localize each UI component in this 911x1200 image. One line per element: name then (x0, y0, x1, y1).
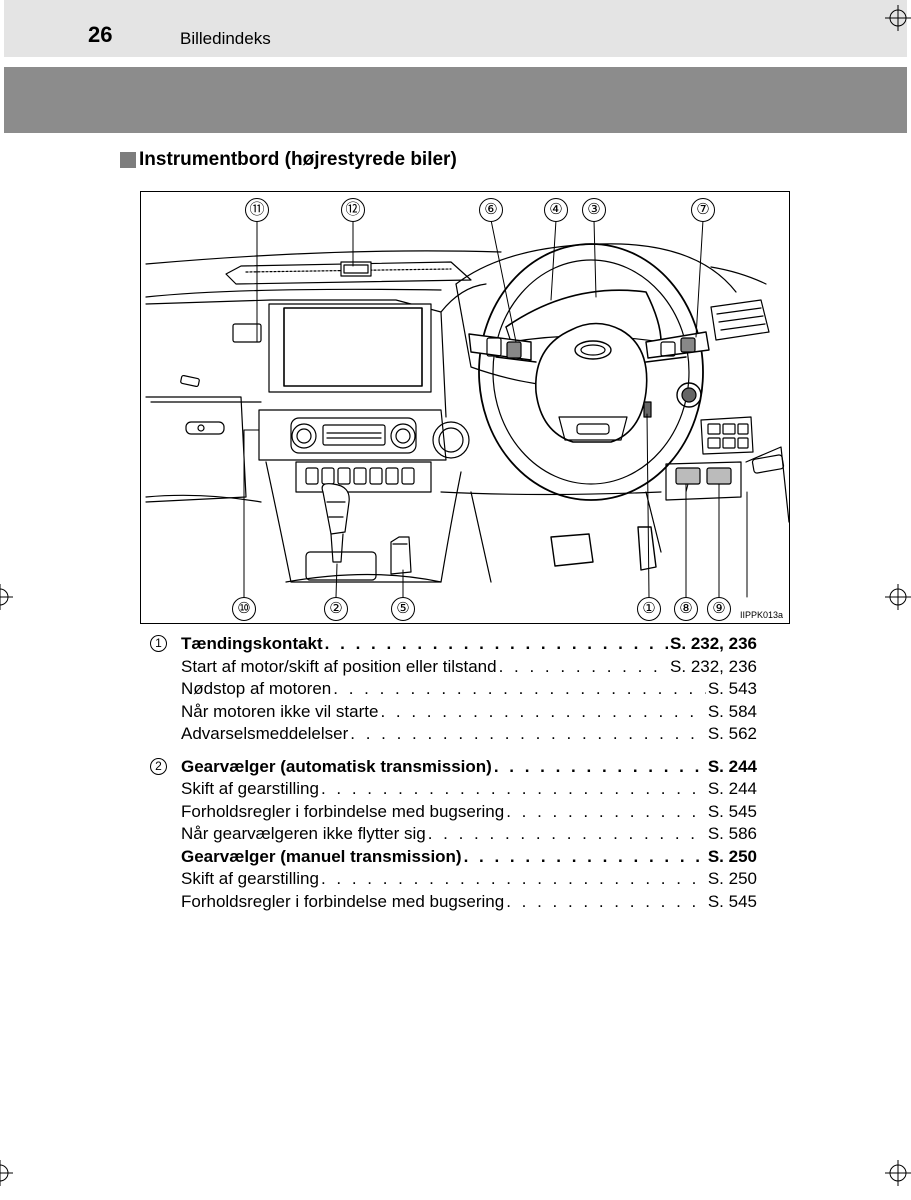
entry-page-ref: S. 545 (707, 801, 757, 821)
registration-mark-icon (0, 584, 13, 610)
registration-mark-icon (885, 1160, 911, 1186)
callout-2: ② (324, 597, 348, 621)
entry-row: Gearvælger (automatisk transmission) S. … (181, 757, 757, 780)
entry-page-ref: S. 562 (707, 724, 757, 743)
callout-10: ⑩ (232, 597, 256, 621)
entry-label: Skift af gearstilling (181, 869, 319, 888)
registration-mark-icon (885, 584, 911, 610)
dashboard-drawing (145, 219, 789, 598)
callout-9: ⑨ (707, 597, 731, 621)
callout-11: ⑪ (245, 198, 269, 222)
entry-label: Gearvælger (automatisk transmission) (181, 756, 492, 776)
entry-page-ref: S. 584 (707, 701, 757, 721)
entry-label: Tændingskontakt (181, 634, 323, 653)
leader-dots (506, 802, 706, 822)
leader-dots (506, 892, 706, 912)
section-title: Instrumentbord (højrestyrede biler) (120, 149, 457, 171)
leader-dots (350, 724, 706, 744)
entry-label: Når gearvælgeren ikke flytter sig (181, 824, 426, 843)
entry-row: Advarselsmeddelelser S. 562 (181, 724, 757, 747)
entry-row: Tændingskontakt S. 232, 236 (181, 634, 757, 657)
entry-page-ref: S. 232, 236 (670, 656, 757, 676)
entry-label: Skift af gearstilling (181, 779, 319, 798)
entry-row: Nødstop af motoren S. 543 (181, 679, 757, 702)
entry-row: Når gearvælgeren ikke flytter sig S. 586 (181, 824, 757, 847)
entry-page-ref: S. 244 (707, 779, 757, 798)
callout-3: ③ (582, 198, 606, 222)
entry-row: Forholdsregler i forbindelse med bugseri… (181, 892, 757, 915)
page-number: 26 (88, 22, 113, 47)
leader-dots (321, 779, 706, 799)
page-heading: Billedindeks (180, 29, 271, 48)
leader-dots (321, 869, 706, 889)
leader-dots (499, 657, 668, 677)
entry-page-ref: S. 545 (707, 891, 757, 911)
callout-12: ⑫ (341, 198, 365, 222)
entry-row: Start af motor/skift af position eller t… (181, 657, 757, 680)
entry-page-ref: S. 586 (707, 824, 757, 843)
entry-2: 2 Gearvælger (automatisk transmission) S… (150, 757, 757, 915)
entry-page-ref: S. 244 (707, 756, 757, 776)
entry-1: 1 Tændingskontakt S. 232, 236 Start af m… (150, 634, 757, 747)
index-entries: 1 Tændingskontakt S. 232, 236 Start af m… (150, 634, 757, 924)
leader-dots (494, 757, 706, 777)
callout-5: ⑤ (391, 597, 415, 621)
entry-page-ref: S. 543 (707, 679, 757, 698)
callout-4: ④ (544, 198, 568, 222)
registration-mark-icon (885, 5, 911, 31)
entry-label: Advarselsmeddelelser (181, 724, 349, 743)
leader-dots (380, 702, 705, 722)
header-band (4, 0, 907, 57)
entry-label: Når motoren ikke vil starte (181, 701, 379, 721)
section-band (4, 67, 907, 133)
section-title-text: Instrumentbord (højrestyrede biler) (139, 149, 457, 170)
entry-page-ref: S. 250 (707, 846, 757, 866)
entry-label: Start af motor/skift af position eller t… (181, 656, 497, 676)
leader-dots (428, 824, 706, 844)
callout-6: ⑥ (479, 198, 503, 222)
entry-number: 1 (150, 635, 167, 652)
entry-label: Gearvælger (manuel transmission) (181, 846, 462, 866)
entry-number: 2 (150, 757, 167, 775)
leader-dots (325, 634, 668, 654)
entry-row: Gearvælger (manuel transmission) S. 250 (181, 847, 757, 870)
registration-mark-icon (0, 1160, 13, 1186)
entry-label: Forholdsregler i forbindelse med bugseri… (181, 801, 505, 821)
section-square-icon (120, 152, 136, 168)
entry-label: Nødstop af motoren (181, 679, 332, 698)
dashboard-illustration: ⑪ ⑫ ⑥ ④ ③ ⑦ ⑩ ② ⑤ ① ⑧ ⑨ IIPPK013a (140, 191, 790, 624)
entry-row: Når motoren ikke vil starte S. 584 (181, 702, 757, 725)
leader-dots (333, 679, 706, 699)
entry-page-ref: S. 232, 236 (670, 634, 757, 653)
leader-dots (464, 847, 706, 867)
entry-row: Skift af gearstilling S. 244 (181, 779, 757, 802)
figure-code: IIPPK013a (739, 610, 783, 620)
entry-label: Forholdsregler i forbindelse med bugseri… (181, 891, 505, 911)
callout-8: ⑧ (674, 597, 698, 621)
entry-row: Skift af gearstilling S. 250 (181, 869, 757, 892)
callout-1: ① (637, 597, 661, 621)
entry-row: Forholdsregler i forbindelse med bugseri… (181, 802, 757, 825)
entry-page-ref: S. 250 (707, 869, 757, 888)
callout-7: ⑦ (691, 198, 715, 222)
